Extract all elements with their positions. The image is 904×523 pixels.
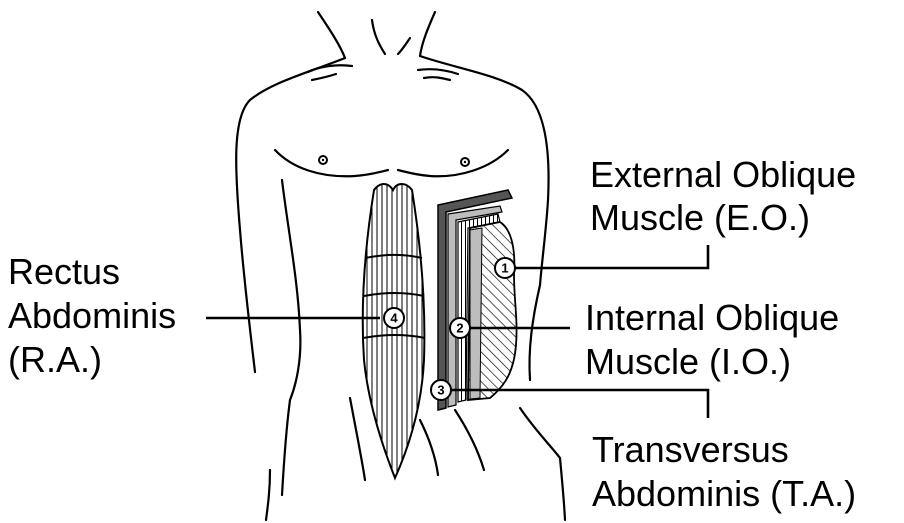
svg-text:Internal Oblique: Internal Oblique — [585, 297, 839, 338]
marker-3: 3 — [431, 380, 451, 400]
svg-text:1: 1 — [501, 261, 508, 276]
svg-text:Rectus: Rectus — [8, 251, 120, 292]
svg-text:2: 2 — [456, 321, 463, 336]
rectus-abdominis-label: Rectus Abdominis (R.A.) — [8, 251, 176, 380]
svg-text:Abdominis: Abdominis — [8, 295, 176, 336]
svg-text:Abdominis (T.A.): Abdominis (T.A.) — [592, 473, 856, 514]
internal-oblique-label: Internal Oblique Muscle (I.O.) — [585, 297, 839, 382]
rectus-abdominis-muscle — [363, 184, 425, 478]
marker-2: 2 — [450, 318, 470, 338]
svg-text:External Oblique: External Oblique — [590, 154, 856, 195]
svg-text:(R.A.): (R.A.) — [8, 339, 102, 380]
transversus-abdominis-label: Transversus Abdominis (T.A.) — [592, 429, 856, 514]
lateral-abdominal-layers — [438, 190, 517, 410]
external-oblique-label: External Oblique Muscle (E.O.) — [590, 154, 856, 238]
svg-text:4: 4 — [390, 311, 398, 326]
marker-1: 1 — [495, 258, 515, 278]
svg-text:Muscle (I.O.): Muscle (I.O.) — [585, 341, 791, 382]
marker-4: 4 — [384, 308, 404, 328]
svg-text:Transversus: Transversus — [592, 429, 789, 470]
svg-text:3: 3 — [437, 383, 444, 398]
svg-text:Muscle (E.O.): Muscle (E.O.) — [590, 197, 810, 238]
